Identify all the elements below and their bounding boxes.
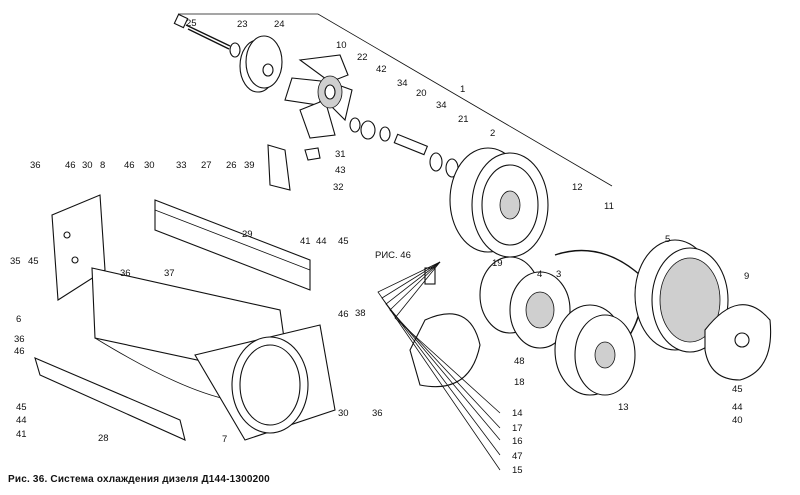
callout-label: 28 (98, 433, 109, 444)
callout-label: 30 (338, 408, 349, 419)
callout-label: 20 (416, 88, 427, 99)
callout-label: 25 (186, 18, 197, 29)
callout-label: 14 (512, 408, 523, 419)
callout-label: 18 (514, 377, 525, 388)
pulley-2 (449, 147, 549, 258)
shaft-20 (393, 133, 429, 156)
callout-label: 31 (335, 149, 346, 160)
parts-drawing (34, 13, 772, 471)
callout-label: 12 (572, 182, 583, 193)
callout-label: 45 (16, 402, 27, 413)
pulley-13 (554, 304, 636, 396)
callout-label: 32 (333, 182, 344, 193)
callout-label: 22 (357, 52, 368, 63)
callout-label: 42 (376, 64, 387, 75)
callout-label: 44 (732, 402, 743, 413)
callout-label: 46 (14, 346, 25, 357)
callout-label: 23 (237, 19, 248, 30)
callout-label: 41 (300, 236, 311, 247)
callout-label: 7 (222, 434, 227, 445)
callout-label: 21 (458, 114, 469, 125)
callout-label: 36 (120, 268, 131, 279)
cover-9 (704, 304, 772, 381)
bar-29 (154, 199, 311, 291)
callout-label: 46 (65, 160, 76, 171)
callout-label: 27 (201, 160, 212, 171)
callout-label: 36 (30, 160, 41, 171)
callout-label: 43 (335, 165, 346, 176)
pulley-24 (239, 35, 283, 93)
callout-label: 37 (164, 268, 175, 279)
strip-28 (34, 357, 186, 441)
shroud-ring-7 (194, 324, 336, 441)
callout-label: 45 (338, 236, 349, 247)
callout-label: 30 (82, 160, 93, 171)
callout-label: 35 (10, 256, 21, 267)
callout-label: 39 (244, 160, 255, 171)
callout-label: 46 (124, 160, 135, 171)
callout-label: 45 (28, 256, 39, 267)
callout-label: 3 (556, 269, 561, 280)
callout-label: 48 (514, 356, 525, 367)
callout-label: 24 (274, 19, 285, 30)
reference-label: РИС. 46 (375, 250, 411, 261)
callout-label: 44 (16, 415, 27, 426)
callout-label: 40 (732, 415, 743, 426)
callout-label: 30 (144, 160, 155, 171)
callout-label: 10 (336, 40, 347, 51)
callout-label: 1 (460, 84, 465, 95)
callout-label: 36 (372, 408, 383, 419)
callout-labels: 25 23 24 10 22 42 34 20 34 21 1 2 31 43 … (10, 18, 749, 476)
callout-label: 11 (604, 201, 614, 212)
callout-label: 16 (512, 436, 523, 447)
callout-label: 36 (14, 334, 25, 345)
callout-label: 44 (316, 236, 327, 247)
callout-label: 33 (176, 160, 187, 171)
callout-label: 19 (492, 258, 503, 269)
callout-label: 6 (16, 314, 21, 325)
callout-label: 26 (226, 160, 237, 171)
callout-label: 17 (512, 423, 523, 434)
callout-label: 4 (537, 269, 542, 280)
callout-label: 47 (512, 451, 523, 462)
callout-label: 9 (744, 271, 749, 282)
callout-label: 2 (490, 128, 495, 139)
generator (424, 256, 571, 349)
callout-label: 38 (355, 308, 366, 319)
fan-10 (284, 54, 353, 139)
callout-label: 13 (618, 402, 629, 413)
strap-14 (409, 313, 481, 388)
callout-label: 5 (665, 234, 670, 245)
callout-label: 41 (16, 429, 27, 440)
callout-label: 45 (732, 384, 743, 395)
figure-caption: Рис. 36. Система охлаждения дизеля Д144-… (8, 474, 270, 485)
callout-label: 46 (338, 309, 349, 320)
callout-label: 29 (242, 229, 253, 240)
callout-label: 34 (397, 78, 408, 89)
callout-label: 8 (100, 160, 105, 171)
callout-label: 15 (512, 465, 523, 476)
callout-label: 34 (436, 100, 447, 111)
bolt-25 (173, 13, 231, 50)
